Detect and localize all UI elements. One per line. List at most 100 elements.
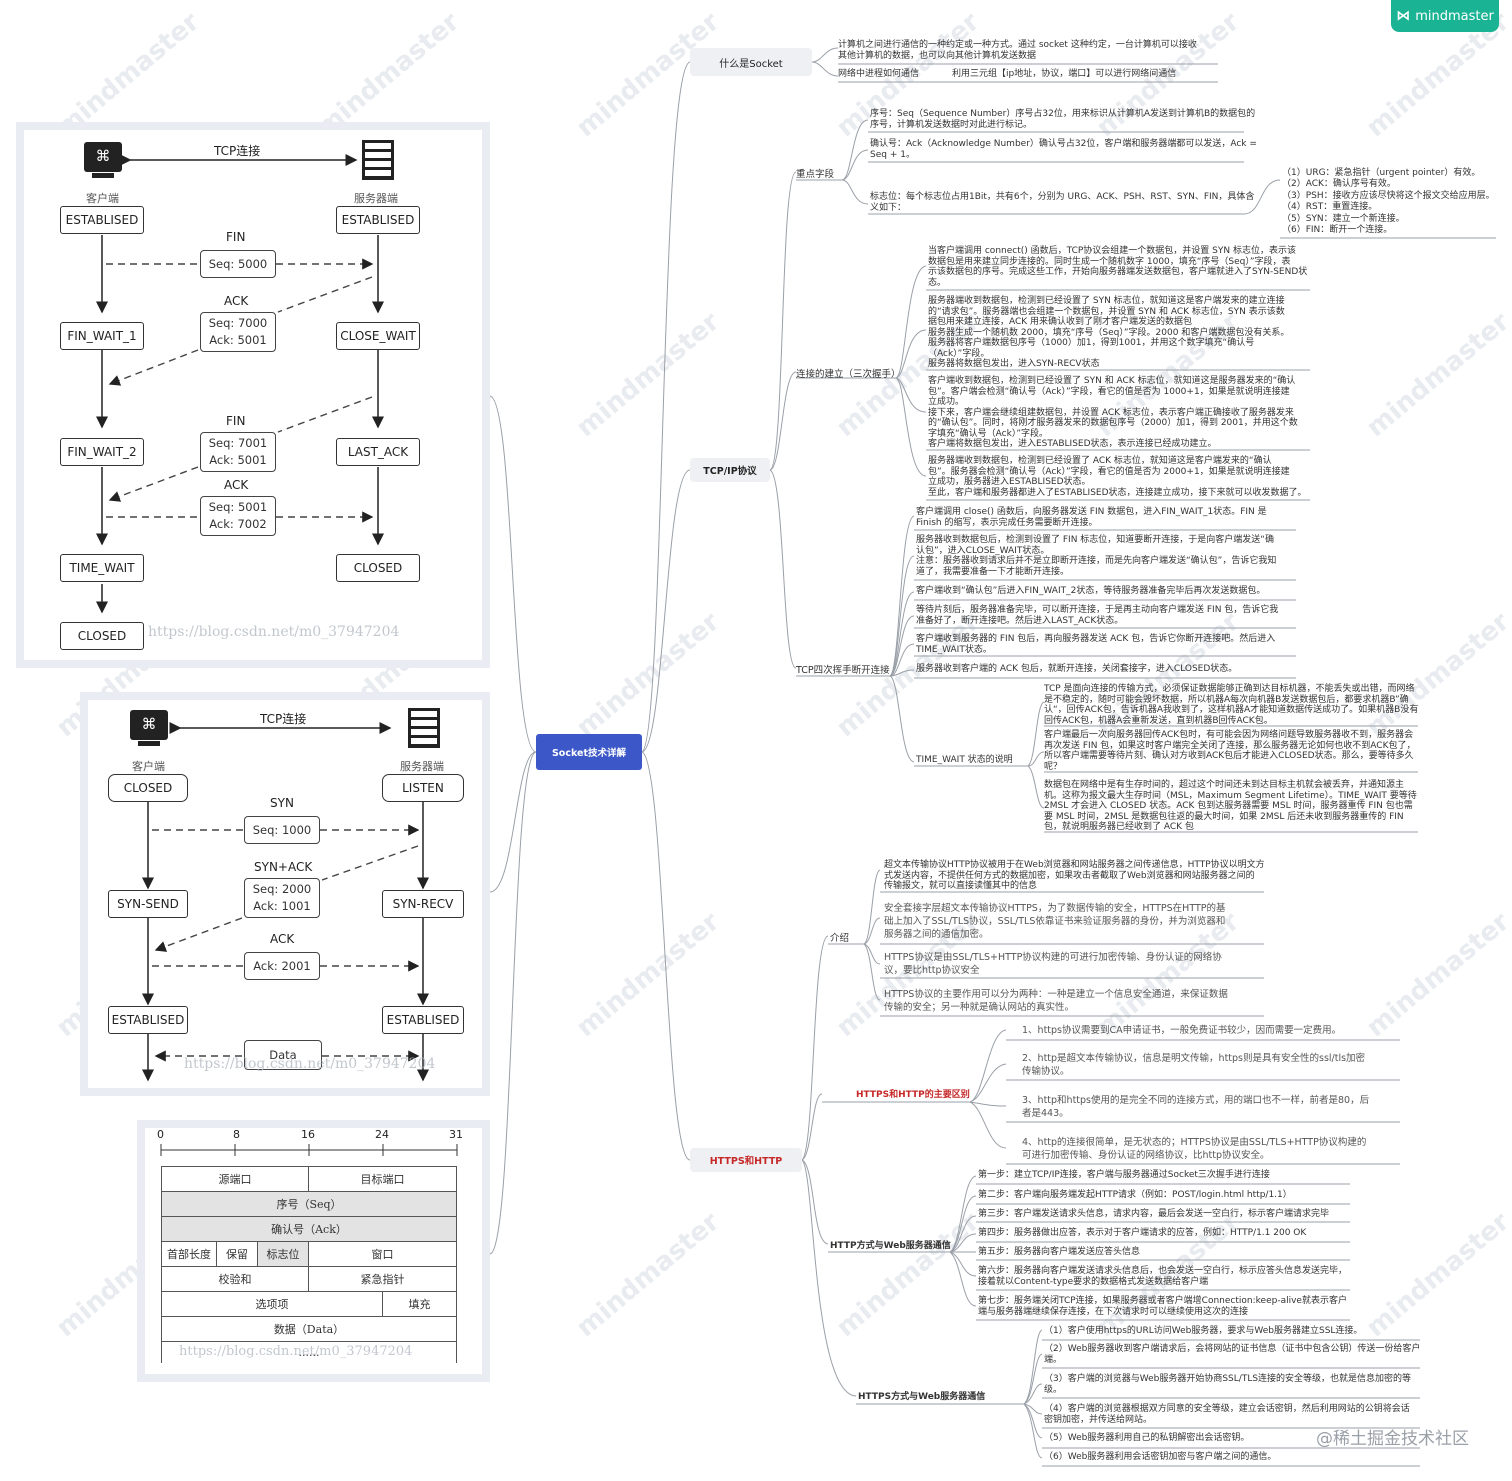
mindmaster-watermark: mindmaster <box>830 1206 986 1344</box>
client-computer-icon: ⌘ <box>84 142 122 172</box>
mindmaster-logo-icon: ⋈ <box>1396 8 1411 24</box>
step-item: 第四步：服务器做出应答，表示对于客户端请求的应答，例如：HTTP/1.1 200… <box>978 1228 1306 1239</box>
d2-data-label: Data <box>269 1047 297 1062</box>
d1-packet-line: Ack: 7002 <box>209 517 267 531</box>
node-line: 服务器之间的通信加密。 <box>884 929 989 940</box>
socket-triplet: 利用三元组【ip地址，协议，端口】可以进行网络间通信 <box>952 69 1177 79</box>
step-item: （5）Web服务器利用自己的私钥解密出会话密钥。 <box>1044 1433 1249 1444</box>
node-line: 字填充“确认号（Ack）”字段。 <box>928 428 1048 439</box>
socket-process-comm: 网络中进程如何通信 <box>838 69 920 79</box>
step-item: 第一步：建立TCP/IP连接，客户端与服务器通过Socket三次握手进行连接 <box>978 1170 1270 1181</box>
d2-title: TCP连接 <box>260 712 307 726</box>
step-item: （3）客户端的浏览器与Web服务器开始协商SSL/TLS连接的安全等级，也就是信… <box>1044 1374 1411 1395</box>
node-line: 式发送内容，不提供任何方式的数据加密，如果攻击者截取了Web浏览器和网站服务器之… <box>884 870 1255 881</box>
d2-server-state: LISTEN <box>382 774 464 802</box>
mindmaster-watermark: mindmaster <box>570 1206 726 1344</box>
node-line: 3、http和https使用的是完全不同的连接方式，用的端口也不一样，前者是80… <box>1022 1095 1370 1106</box>
node-line: 所以客户端需要等待片刻、确认对方收到ACK包后才能进入CLOSED状态。那么，要… <box>1044 751 1414 761</box>
branch-key-fields: 重点字段 <box>796 169 835 180</box>
d2-client-state: CLOSED <box>108 774 188 802</box>
intro-4: HTTPS协议的主要作用可以分为两种：一种是建立一个信息安全通道，来保证数据传输… <box>884 988 1228 1014</box>
node-line: 序号：Seq（Sequence Number）序号占32位，用来标识从计算机A发… <box>870 109 1256 119</box>
wave-arrows <box>96 154 384 614</box>
socket-definition: 计算机之间进行通信的一种约定或一种方式。通过 socket 这种约定，一台计算机… <box>838 40 1197 61</box>
header-bit-ruler <box>160 1144 458 1156</box>
handshake-step-4: 服务器端收到数据包，检测到已经设置了 ACK 标志位，就知道这是客户端发来的“确… <box>928 456 1307 498</box>
wave-step-2: 服务器收到数据包后，检测到设置了 FIN 标志位，知道要断开连接，于是向客户端发… <box>916 535 1276 577</box>
handshake-step-1: 当客户端调用 connect() 函数后，TCP协议会组建一个数据包，并设置 S… <box>928 246 1307 288</box>
bit-label: 31 <box>449 1128 463 1141</box>
d1-packet-line: Seq: 7000 <box>208 316 268 330</box>
step-line: 第七步：服务端关闭TCP连接，如果服务器或者客户端增Connection:kee… <box>978 1296 1347 1306</box>
node-line: TIME_WAIT状态。 <box>916 644 992 655</box>
mindmaster-logo: ⋈ mindmaster <box>1391 0 1499 32</box>
d2-packet: Ack: 2001 <box>244 952 320 980</box>
bit-label: 0 <box>157 1128 164 1141</box>
node-line: 服务器端收到数据包，检测到已经设置了 ACK 标志位，就知道这是客户端发来的“确… <box>928 456 1272 466</box>
panel-tcp-header: 0 8 16 24 31 源端口 目标端口 序号（Seq） 确认号（Ack） 首… <box>137 1120 490 1382</box>
step-line: （1）客户使用https的URL访问Web服务器，要求与Web服务器建立SSL连… <box>1044 1326 1363 1336</box>
node-line: 传输协议。 <box>1022 1066 1070 1077</box>
d2-client-state: SYN-SEND <box>108 890 188 918</box>
step-line: （4）客户端的浏览器根据双方同意的安全等级，建立会话密钥，然后利用网站的公钥将会… <box>1044 1404 1410 1414</box>
d2-server-state: SYN-RECV <box>382 890 464 918</box>
node-line: （1）URG：紧急指针（urgent pointer）有效。 <box>1282 168 1481 178</box>
d2-packet: Seq: 2000 Ack: 1001 <box>244 878 320 918</box>
node-line: 标志位：每个标志位占用1Bit，共有6个，分别为 URG、ACK、PSH、RST… <box>870 192 1255 202</box>
d1-client-label: 客户端 <box>86 192 119 205</box>
mindmaster-watermark: mindmaster <box>1360 1206 1512 1344</box>
bit-label: 8 <box>233 1128 240 1141</box>
node-line: 义如下： <box>870 202 907 213</box>
topic-what-is-socket: 什么是Socket <box>690 48 812 76</box>
diff-1: 1、https协议需要到CA申请证书，一般免费证书较少，因而需要一定费用。 <box>1022 1024 1341 1037</box>
wave-step-3: 客户端收到“确认包”后进入FIN_WAIT_2状态，等待服务器准备完毕后再次发送… <box>916 586 1265 597</box>
central-topic: Socket技术详解 <box>536 734 642 770</box>
d1-server-state: LAST_ACK <box>336 438 420 466</box>
field-dst-port: 目标端口 <box>308 1166 457 1192</box>
handshake-arrows <box>142 722 429 1082</box>
node-line: 服务器端收到数据包，检测到已经设置了 SYN 标志位，就知道这是客户端发来的建立… <box>928 296 1285 306</box>
step-line: （2）Web服务器收到客户端请求后，会将网站的证书信息（证书中包含公钥）传送一份… <box>1044 1344 1421 1354</box>
node-line: 等待片刻后，服务器准备完毕，可以断开连接，于是再主动向客户端发送 FIN 包，告… <box>916 605 1279 615</box>
d1-client-state: TIME_WAIT <box>60 554 144 582</box>
panel-tcp-close: ⌘ TCP连接 客户端 服务器端 ESTABLISED FIN_WAIT_1 F… <box>16 122 490 668</box>
topic-tcpip: TCP/IP协议 <box>690 458 770 482</box>
node-line: 认“，回传ACK包，告诉机器A我收到了，这样机器A才能知道数据传送成功了。如果机… <box>1044 705 1419 715</box>
d1-packet-type: FIN <box>226 414 246 428</box>
field-header-length: 首部长度 <box>161 1241 217 1267</box>
bit-label: 24 <box>375 1128 389 1141</box>
d2-data-packet: Data <box>244 1040 322 1070</box>
node-line: 准备好了，断开连接吧。然后进入LAST_ACK状态。 <box>916 615 1124 626</box>
d2-packet-line: Ack: 2001 <box>253 958 311 973</box>
d1-packet: Seq: 7000 Ack: 5001 <box>200 312 276 352</box>
topic-https: HTTPS和HTTP <box>690 1148 802 1172</box>
time-wait-note-2: 客户端最后一次向服务器回传ACK包时，有可能会因为网络问题导致服务器收不到，服务… <box>1044 730 1415 772</box>
node-line: 注意：服务器收到请求后并不是立即断开连接，而是先向客户端发送“确认包”，告诉它我… <box>916 556 1277 566</box>
step-item: （4）客户端的浏览器根据双方同意的安全等级，建立会话密钥，然后利用网站的公钥将会… <box>1044 1404 1410 1425</box>
step-item: 第七步：服务端关闭TCP连接，如果服务器或者客户端增Connection:kee… <box>978 1296 1347 1317</box>
node-line: 数据包是用来建立同步连接的。同时生成一个随机数字 1000，填充“序号（Seq）… <box>928 256 1291 267</box>
mindmaster-logo-text: mindmaster <box>1415 8 1494 24</box>
field-options: 选项项 <box>161 1291 383 1317</box>
node-line: 客户端调用 close() 函数后，向服务器发送 FIN 数据包，进入FIN_W… <box>916 507 1267 517</box>
node-line: 至此，客户端和服务器都进入了ESTABLISED状态，连接建立成功，接下来就可以… <box>928 487 1307 498</box>
branch-handshake: 连接的建立（三次握手） <box>796 369 901 380</box>
field-data-continued: ...... <box>161 1341 457 1363</box>
d1-title: TCP连接 <box>214 144 261 158</box>
diff-3: 3、http和https使用的是完全不同的连接方式，用的端口也不一样，前者是80… <box>1022 1094 1369 1120</box>
node-line: TCP 是面向连接的传输方式，必须保证数据能够正确到达目标机器，不能丢失或出错，… <box>1044 684 1415 694</box>
server-icon <box>362 140 394 180</box>
diff-2: 2、http是超文本传输协议，信息是明文传输，https则是具有安全性的ssl/… <box>1022 1052 1365 1078</box>
step-line: 第四步：服务器做出应答，表示对于客户端请求的应答，例如：HTTP/1.1 200… <box>978 1228 1307 1238</box>
node-line: 1、https协议需要到CA申请证书，一般免费证书较少，因而需要一定费用。 <box>1022 1025 1342 1036</box>
node-line: 回传ACK包，机器A会重新发送，直到机器B回传ACK包。 <box>1044 715 1273 726</box>
node-line: 机。这称为报文最大生存时间（MSL，Maximum Segment Lifeti… <box>1044 790 1417 801</box>
field-flags: 标志位 <box>257 1241 309 1267</box>
step-line: 第六步：服务器向客户端发送请求头信息后，也会发送一空白行，标示应答头信息发送完毕… <box>978 1266 1348 1276</box>
d1-csdn-watermark: https://blog.csdn.net/m0_37947204 <box>148 624 400 640</box>
branch-intro: 介绍 <box>830 933 850 944</box>
field-seq-desc: 序号：Seq（Sequence Number）序号占32位，用来标识从计算机A发… <box>870 109 1255 130</box>
step-item: （6）Web服务器利用会话密钥加密与客户端之间的通信。 <box>1044 1452 1276 1463</box>
d1-packet-line: Seq: 5001 <box>208 500 268 514</box>
wave-step-6: 服务器收到客户端的 ACK 包后，就断开连接，关闭套接字，进入CLOSED状态。 <box>916 664 1237 675</box>
